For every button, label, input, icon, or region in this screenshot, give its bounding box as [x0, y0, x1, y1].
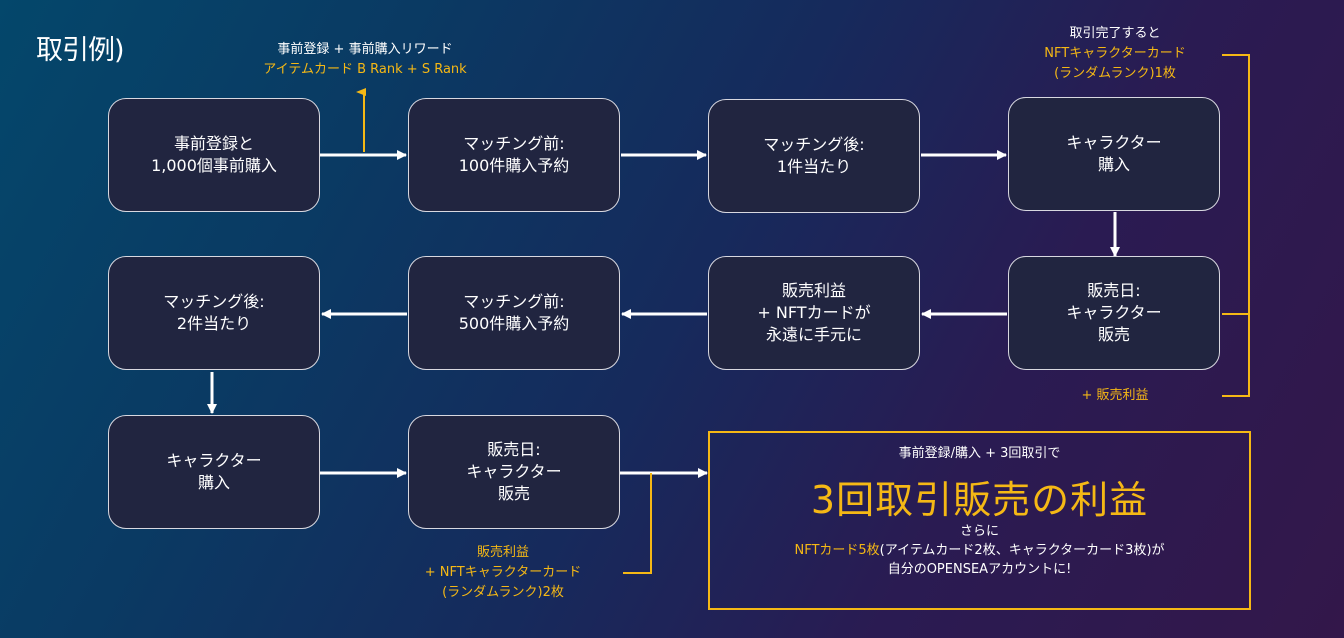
node-buy-character-2: キャラクター 購入: [108, 415, 320, 529]
note-sale-profit-2-title: 販売利益: [476, 545, 529, 560]
node-pre-match-500: マッチング前: 500件購入予約: [408, 256, 620, 370]
node-text: 販売利益: [781, 281, 846, 300]
node-text: 販売: [497, 484, 530, 503]
node-sale-day-2: 販売日: キャラクター 販売: [408, 415, 620, 529]
node-text: 2件当たり: [176, 314, 252, 333]
node-text: 購入: [197, 473, 230, 492]
node-post-match-2: マッチング後: 2件当たり: [108, 256, 320, 370]
note-trade-complete: 取引完了すると NFTキャラクターカード (ランダムランク)1枚: [1000, 24, 1230, 84]
node-text: 1件当たり: [776, 157, 852, 176]
node-text: 販売日:: [1087, 281, 1141, 300]
node-text: 事前登録と: [173, 134, 254, 153]
node-text: マッチング前:: [463, 134, 565, 153]
note-sale-profit-2-rank: (ランダムランク)2枚: [442, 585, 564, 600]
summary-nft-count: NFTカード5枚: [794, 543, 880, 558]
node-text: 販売: [1097, 325, 1130, 344]
node-text: キャラクター: [166, 451, 262, 470]
node-text: キャラクター: [1066, 133, 1162, 152]
node-text: 500件購入予約: [458, 314, 570, 333]
node-text: マッチング後:: [163, 292, 265, 311]
node-buy-character-1: キャラクター 購入: [1008, 97, 1220, 211]
note-trade-complete-rank: (ランダムランク)1枚: [1054, 66, 1176, 81]
node-sale-day-1: 販売日: キャラクター 販売: [1008, 256, 1220, 370]
note-sale-profit: + 販売利益: [1040, 386, 1190, 406]
node-text: マッチング後:: [763, 135, 865, 154]
summary-nft-breakdown: (アイテムカード2枚、キャラクターカード3枚)が: [879, 543, 1165, 558]
node-post-match-1: マッチング後: 1件当たり: [708, 99, 920, 213]
bracket-trade-complete: [1222, 54, 1250, 397]
note-sale-profit-2: 販売利益 + NFTキャラクターカード (ランダムランク)2枚: [388, 543, 618, 603]
node-text: 販売日:: [487, 440, 541, 459]
node-text: 1,000個事前購入: [151, 156, 277, 175]
node-text: キャラクター: [466, 462, 562, 481]
summary-subtitle: 事前登録/購入 + 3回取引で: [898, 446, 1061, 461]
node-text: 100件購入予約: [458, 156, 570, 175]
node-pre-register: 事前登録と 1,000個事前購入: [108, 98, 320, 212]
summary-headline: 3回取引販売の利益: [810, 478, 1149, 522]
page-title: 取引例): [36, 35, 125, 66]
note-trade-complete-title: 取引完了すると: [1069, 26, 1161, 41]
note-sale-profit-2-card: + NFTキャラクターカード: [424, 565, 582, 580]
node-text: キャラクター: [1066, 303, 1162, 322]
node-text: + NFTカードが: [757, 303, 871, 322]
note-sale-profit-text: + 販売利益: [1081, 388, 1149, 403]
node-text: 購入: [1097, 155, 1130, 174]
node-text: マッチング前:: [463, 292, 565, 311]
node-text: 永遠に手元に: [765, 325, 862, 344]
summary-line-3: 自分のOPENSEAアカウントに!: [887, 562, 1072, 577]
note-reward: 事前登録 + 事前購入リワード アイテムカード B Rank + S Rank: [210, 40, 520, 80]
note-reward-title: 事前登録 + 事前購入リワード: [277, 42, 453, 57]
summary-line-1: さらに: [959, 524, 999, 539]
summary-box: 事前登録/購入 + 3回取引で 3回取引販売の利益 さらに NFTカード5枚(ア…: [708, 431, 1251, 610]
node-profit-forever: 販売利益 + NFTカードが 永遠に手元に: [708, 256, 920, 370]
summary-line-2: NFTカード5枚(アイテムカード2枚、キャラクターカード3枚)が: [710, 541, 1249, 560]
note-reward-detail: アイテムカード B Rank + S Rank: [263, 62, 467, 77]
node-pre-match-100: マッチング前: 100件購入予約: [408, 98, 620, 212]
note-trade-complete-card: NFTキャラクターカード: [1044, 46, 1186, 61]
bracket-sale-2: [623, 473, 652, 574]
